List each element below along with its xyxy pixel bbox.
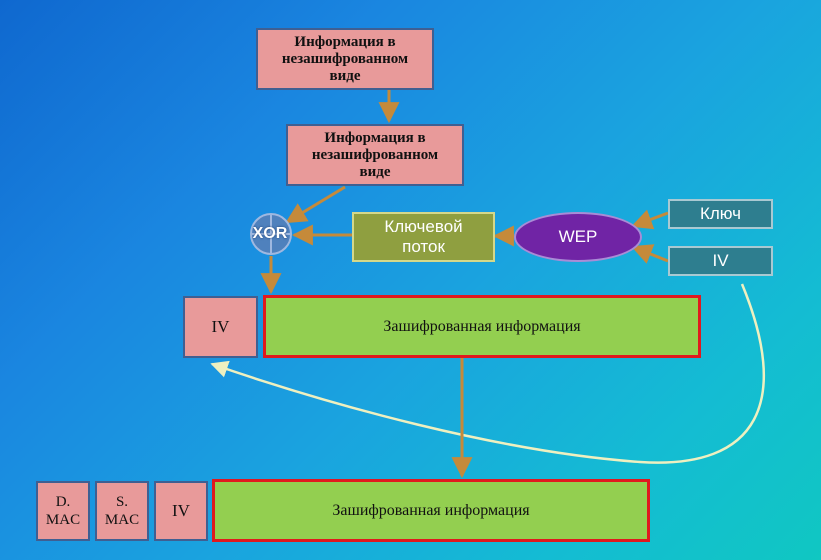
key-box: Ключ [668,199,773,229]
arrow-plain-mid-to-xor [285,185,346,224]
xor-symbol [250,213,292,255]
keystream-box: Ключевой поток [352,212,495,262]
frame-smac-box: S. MAC [95,481,149,541]
iv-input-box: IV [668,246,773,276]
frame-dmac-box: D. MAC [36,481,90,541]
plaintext-box-middle: Информация в незашифрованном виде [286,124,464,186]
arrow-key-to-wep [631,209,669,230]
frame-encrypted-box: Зашифрованная информация [212,479,650,542]
arrow-iv-to-wep [631,244,669,264]
frame-iv-box: IV [154,481,208,541]
plaintext-box-top: Информация в незашифрованном виде [256,28,434,90]
iv-curve-arrow [210,283,765,464]
iv-box-middle: IV [183,296,258,358]
wep-ellipse: WEP [514,212,642,262]
encrypted-box-middle: Зашифрованная информация [263,295,701,358]
